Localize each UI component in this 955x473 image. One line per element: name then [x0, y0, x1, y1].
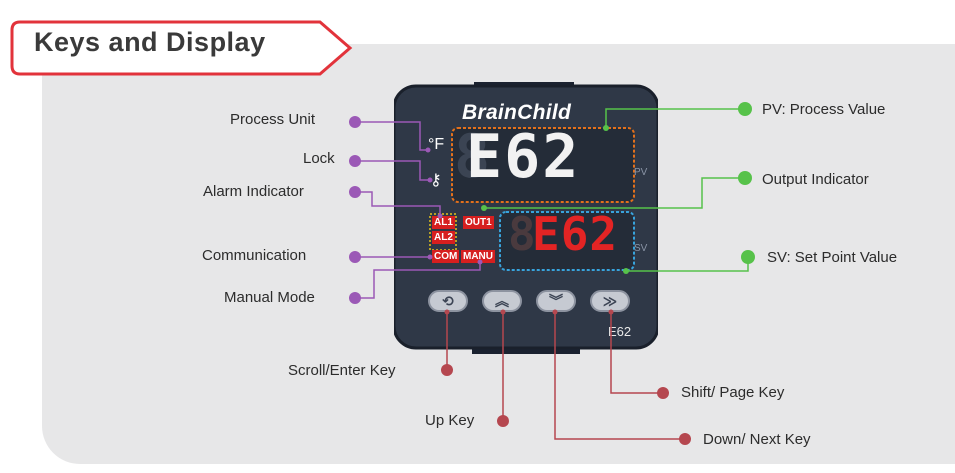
label-shift-page-key: Shift/ Page Key — [681, 384, 785, 401]
al1-indicator: AL1 — [432, 216, 455, 229]
brand-logo: BrainChild — [462, 101, 572, 124]
pv-display: E62 — [466, 122, 581, 192]
label-communication: Communication — [202, 247, 307, 264]
model-label: E62 — [608, 324, 632, 339]
al2-indicator: AL2 — [432, 231, 455, 244]
pv-dim-digit: 8 — [454, 122, 491, 192]
pv-tag: PV — [634, 167, 648, 178]
label-pv: PV: Process Value — [762, 101, 886, 118]
label-scroll-enter-key: Scroll/Enter Key — [288, 362, 396, 379]
page-title: Keys and Display — [34, 27, 266, 57]
com-indicator: COM — [432, 250, 460, 263]
label-process-unit: Process Unit — [230, 111, 316, 128]
label-down-next-key: Down/ Next Key — [703, 431, 811, 448]
process-unit-icon: °F — [428, 136, 445, 153]
label-output-indicator: Output Indicator — [762, 171, 869, 188]
scroll-enter-key[interactable]: ⟲ — [428, 290, 468, 312]
sv-display: E62 — [532, 207, 619, 261]
lock-icon: ⚷ — [430, 172, 442, 189]
label-manual-mode: Manual Mode — [224, 289, 315, 306]
label-lock: Lock — [303, 150, 335, 167]
manu-indicator: MANU — [461, 250, 495, 263]
title-tab — [10, 20, 353, 76]
down-key[interactable]: ︾ — [536, 290, 576, 312]
label-up-key: Up Key — [425, 412, 475, 429]
out1-indicator: OUT1 — [463, 216, 494, 229]
sv-tag: SV — [634, 243, 648, 254]
controller-device — [394, 82, 658, 354]
label-sv: SV: Set Point Value — [767, 249, 898, 266]
label-alarm-indicator: Alarm Indicator — [203, 183, 304, 200]
sv-dim-digit: 8 — [508, 207, 536, 261]
